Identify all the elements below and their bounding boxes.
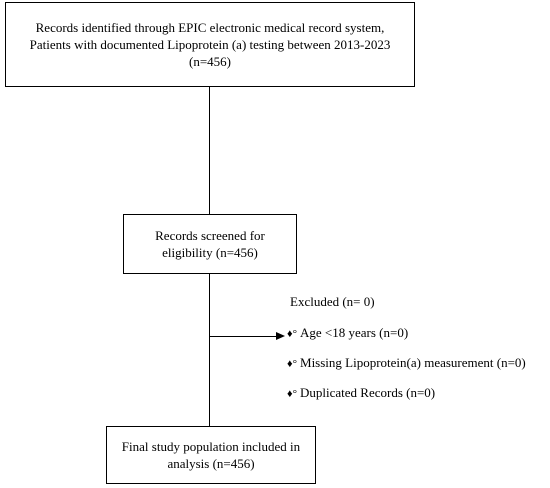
excluded-item-missing-lpa: ♦°Missing Lipoprotein(a) measurement (n=… (287, 355, 526, 372)
excluded-item-label: Age <18 years (n=0) (300, 325, 409, 340)
excluded-item-duplicated: ♦°Duplicated Records (n=0) (287, 385, 435, 402)
diamond-bullet-icon: ♦° (287, 358, 298, 370)
diamond-bullet-icon: ♦° (287, 328, 298, 340)
records-screened-line-2: eligibility (n=456) (162, 245, 258, 260)
excluded-item-label: Duplicated Records (n=0) (300, 385, 436, 400)
excluded-title: Excluded (n= 0) (290, 294, 375, 309)
connector-identified-to-screened (209, 87, 210, 214)
records-screened-line-1: Records screened for (155, 228, 265, 243)
diamond-bullet-icon: ♦° (287, 388, 298, 400)
exclusion-arrow-head-icon (276, 332, 285, 340)
records-identified-box: Records identified through EPIC electron… (5, 2, 415, 87)
excluded-item-label: Missing Lipoprotein(a) measurement (n=0) (300, 355, 526, 370)
final-population-line-1: Final study population included in (121, 439, 301, 454)
records-identified-line-2: Patients with documented Lipoprotein (a)… (29, 37, 391, 52)
final-population-line-2: analysis (n=456) (167, 456, 255, 471)
records-identified-line-1: Records identified through EPIC electron… (35, 20, 385, 35)
connector-screened-to-final (209, 274, 210, 426)
records-screened-box: Records screened for eligibility (n=456) (123, 214, 297, 274)
final-population-box: Final study population included in analy… (106, 426, 316, 484)
exclusion-arrow-line (210, 336, 277, 337)
records-identified-line-3: (n=456) (189, 54, 231, 69)
excluded-item-age: ♦°Age <18 years (n=0) (287, 325, 408, 342)
